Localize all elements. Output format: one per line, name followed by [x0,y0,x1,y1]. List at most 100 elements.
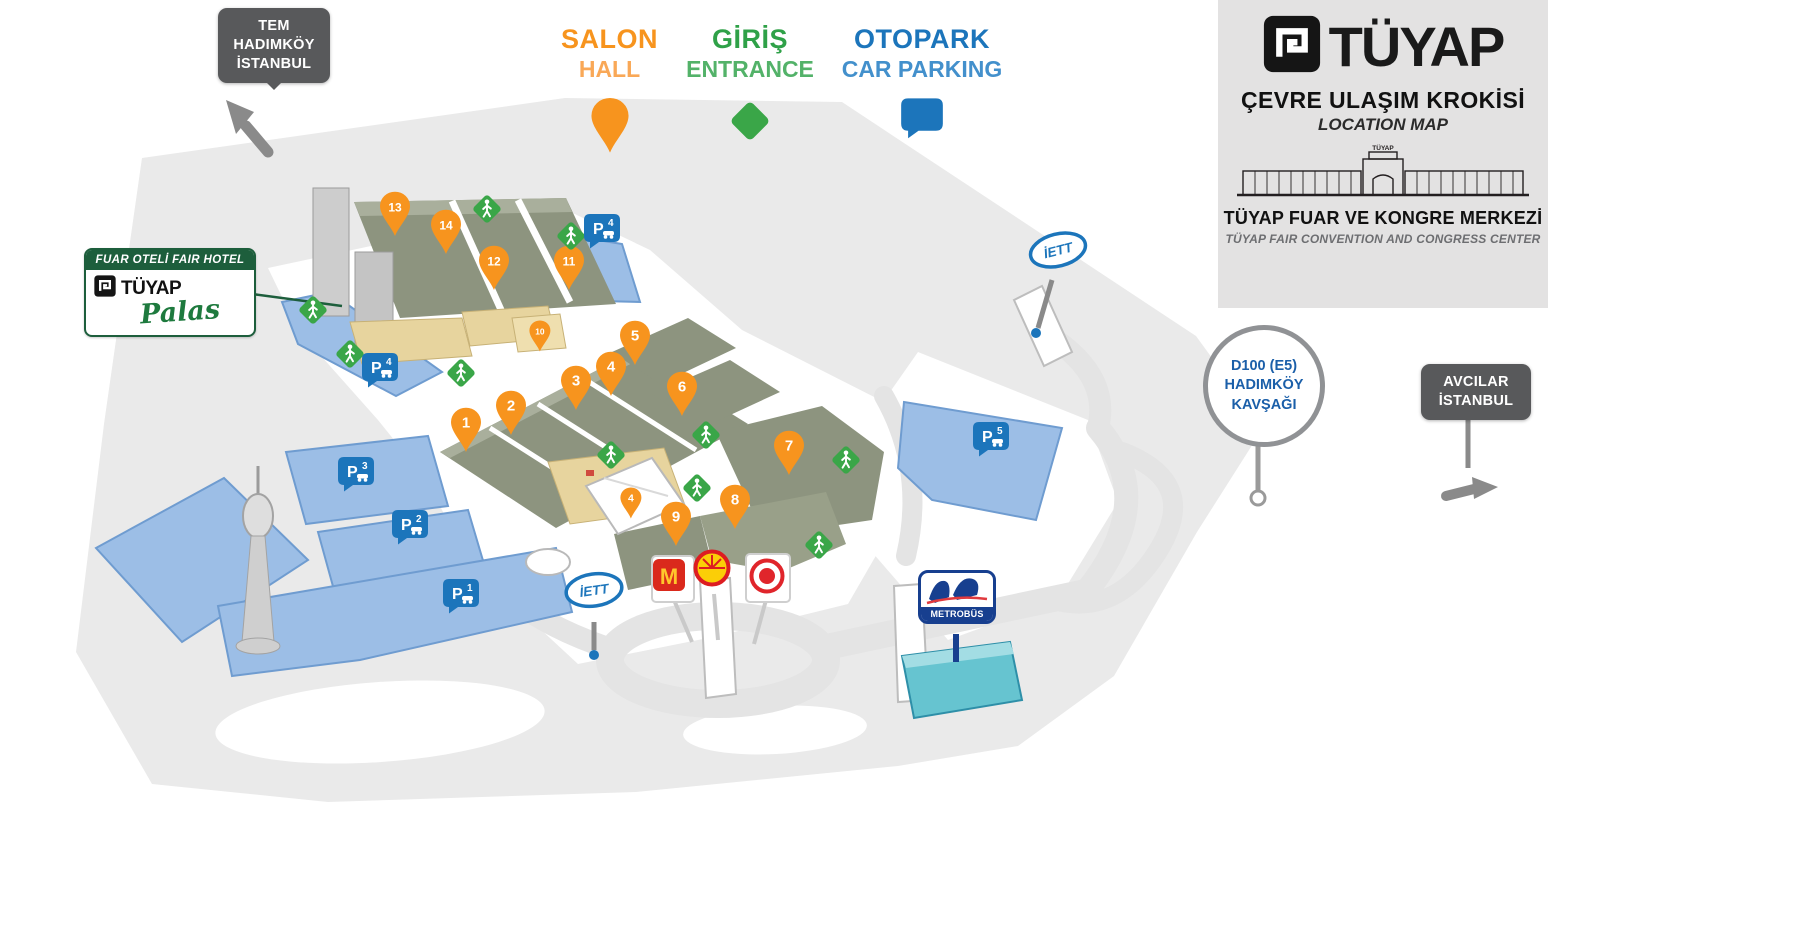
sign-d100-junction: D100 (E5) HADIMKÖY KAVŞAĞI [1203,325,1325,447]
svg-text:P: P [347,464,358,481]
svg-text:6: 6 [678,379,686,396]
avcilar-direction-arrow [1441,484,1479,501]
panel-name-en: TÜYAP FAIR CONVENTION AND CONGRESS CENTE… [1225,232,1541,246]
hall-marker-9: 9 [659,501,693,547]
convention-center-illustration: TÜYAP [1237,143,1529,197]
svg-text:İETT: İETT [579,581,612,600]
hall-pin-icon [537,97,682,159]
svg-text:2: 2 [507,398,515,415]
sign-line: TEM [258,18,290,34]
legend-hall: SALON HALL [537,24,682,159]
entrance-diamond-icon [680,97,820,150]
hall-marker-11: 11 [552,245,586,291]
panel-subtitle: LOCATION MAP [1317,115,1448,134]
entrance-marker [680,471,714,505]
svg-text:10: 10 [535,326,545,336]
sign-line: D100 (E5) [1230,357,1298,374]
tuyap-logo-icon [94,275,116,302]
entrance-marker [689,418,723,452]
entrance-marker [444,356,478,390]
hall-marker-8: 8 [718,484,752,530]
legend-parking-subtitle: CAR PARKING [841,56,1003,82]
svg-text:P: P [593,221,604,238]
svg-text:P: P [982,429,993,446]
hall-marker-1: 1 [449,407,483,453]
iett-logo: İETT [561,566,628,614]
svg-text:4: 4 [608,218,614,229]
svg-text:9: 9 [672,509,680,526]
legend-parking-title: OTOPARK [853,24,990,54]
sign-line: AVCILAR [1443,374,1509,390]
hall-marker-6: 6 [665,371,699,417]
hotel-brand-text: TÜYAP [121,277,182,299]
hall-marker-13: 13 [378,191,412,237]
panel-title: ÇEVRE ULAŞIM KROKİSİ [1240,87,1526,113]
sign-line: İSTANBUL [1438,392,1514,409]
svg-text:14: 14 [439,219,453,233]
panel-name-tr: TÜYAP FUAR VE KONGRE MERKEZİ [1223,208,1543,228]
legend-hall-title: SALON [561,24,658,54]
hall-marker-12: 12 [477,245,511,291]
legend-entrance: GİRİŞ ENTRANCE [680,24,820,150]
entrance-marker [554,219,588,253]
tuyap-logo-icon [1263,15,1321,78]
svg-text:P: P [401,517,412,534]
exhibition-halls [312,187,884,590]
parking-lots [94,230,1064,678]
svg-text:4: 4 [386,357,392,368]
entrance-marker [333,337,367,371]
hall-marker-4: 4 [619,487,643,519]
legend-entrance-title: GİRİŞ [711,24,788,54]
sign-tem-hadimkoy-istanbul: TEM HADIMKÖY İSTANBUL [218,8,330,90]
svg-text:7: 7 [785,438,793,455]
legend-hall-subtitle: HALL [578,56,641,82]
entrance-marker [802,528,836,562]
svg-text:1: 1 [467,583,473,594]
tem-direction-arrow [240,120,274,158]
svg-text:1: 1 [462,415,470,432]
sign-line: HADIMKÖY [1224,377,1304,394]
brand-panel: TÜYAP ÇEVRE ULAŞIM KROKİSİ LOCATION MAP … [1218,0,1548,308]
svg-text:5: 5 [997,426,1003,437]
svg-text:8: 8 [731,492,739,509]
metrobus-sign: METROBÜS [918,570,996,624]
svg-text:11: 11 [563,255,576,269]
svg-text:12: 12 [487,255,501,269]
hall-marker-5: 5 [618,320,652,366]
hall-marker-14: 14 [429,209,463,255]
fair-hotel-sign: FUAR OTELİ FAIR HOTEL TÜYAP Palas [84,248,256,337]
metrobus-logo: METROBÜS [918,570,996,624]
legend-entrance-subtitle: ENTRANCE [686,56,814,82]
hall-marker-7: 7 [772,430,806,476]
svg-text:4: 4 [607,359,616,376]
svg-text:5: 5 [631,328,639,345]
hall-marker-3: 3 [559,365,593,411]
svg-text:P: P [371,360,382,377]
sign-avcilar-istanbul: AVCILAR İSTANBUL [1421,364,1531,420]
svg-text:4: 4 [628,493,634,504]
sign-line: İSTANBUL [236,55,312,72]
hall-marker-10: 10 [528,320,552,352]
entrance-marker [594,438,628,472]
svg-text:13: 13 [388,201,402,215]
mcdonalds-logo: M [652,558,692,598]
sign-line: HADIMKÖY [233,36,315,53]
entrance-marker [470,192,504,226]
iett-logo: İETT [1023,223,1093,277]
fair-hotel-header: FUAR OTELİ FAIR HOTEL [86,250,254,270]
svg-text:M: M [660,564,678,589]
svg-text:2: 2 [416,514,422,525]
fuel-station-logo [748,557,788,597]
svg-text:3: 3 [362,461,368,472]
building-caption: TÜYAP [1372,143,1394,152]
legend-parking: OTOPARK CAR PARKING [833,24,1011,144]
svg-text:3: 3 [572,373,580,390]
entrance-marker [829,443,863,477]
shell-logo [692,548,732,588]
